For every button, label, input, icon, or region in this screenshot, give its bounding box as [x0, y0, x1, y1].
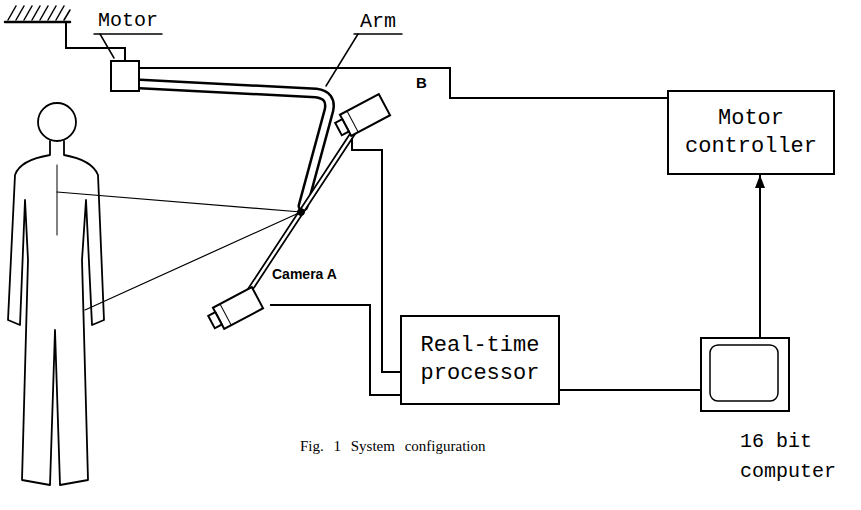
- sight-line: [57, 192, 301, 212]
- camera-rod: [238, 115, 365, 308]
- part-name: B: [416, 74, 427, 91]
- arm-fill: [140, 84, 329, 206]
- camera-b: B: [330, 92, 400, 138]
- part-name: Motor: [98, 10, 158, 32]
- label-underline: [94, 33, 162, 35]
- process-box: Real-time processor: [400, 315, 560, 405]
- arrow-head: [755, 175, 765, 188]
- camera-a: Camera A: [205, 282, 270, 335]
- pivot-dot: [298, 209, 305, 216]
- part-name: Arm: [360, 11, 396, 33]
- label-underline: [354, 33, 402, 35]
- arm-outline: [140, 84, 329, 206]
- connector: [560, 389, 700, 391]
- ceiling-hatch: [8, 6, 70, 20]
- part-name: 16 bit computer: [740, 427, 850, 487]
- connector: [759, 175, 761, 337]
- human-body: [8, 141, 104, 485]
- box-label: Real-time processor: [408, 332, 552, 388]
- part-name: Camera A: [272, 266, 337, 282]
- leader-line: [100, 34, 114, 58]
- computer-monitor: 16 bit computer: [700, 337, 790, 412]
- figure-caption: Fig. 1 System configuration: [300, 437, 486, 455]
- sight-line: [85, 212, 301, 310]
- human-head: [38, 103, 76, 141]
- connector: [140, 68, 667, 98]
- ceiling-line: [5, 21, 70, 24]
- body-centre-line: [57, 165, 58, 235]
- leader-line: [326, 34, 358, 86]
- camera-rod-fill: [238, 115, 365, 308]
- camera-drawing: [205, 282, 270, 335]
- box-label: Motor controller: [675, 105, 827, 161]
- connector: [352, 138, 400, 372]
- connector: [270, 305, 400, 395]
- monitor-drawing: [700, 337, 790, 412]
- camera-drawing: [330, 92, 400, 138]
- process-box: Motor controller: [667, 90, 835, 175]
- motor-box: Motor: [110, 60, 140, 92]
